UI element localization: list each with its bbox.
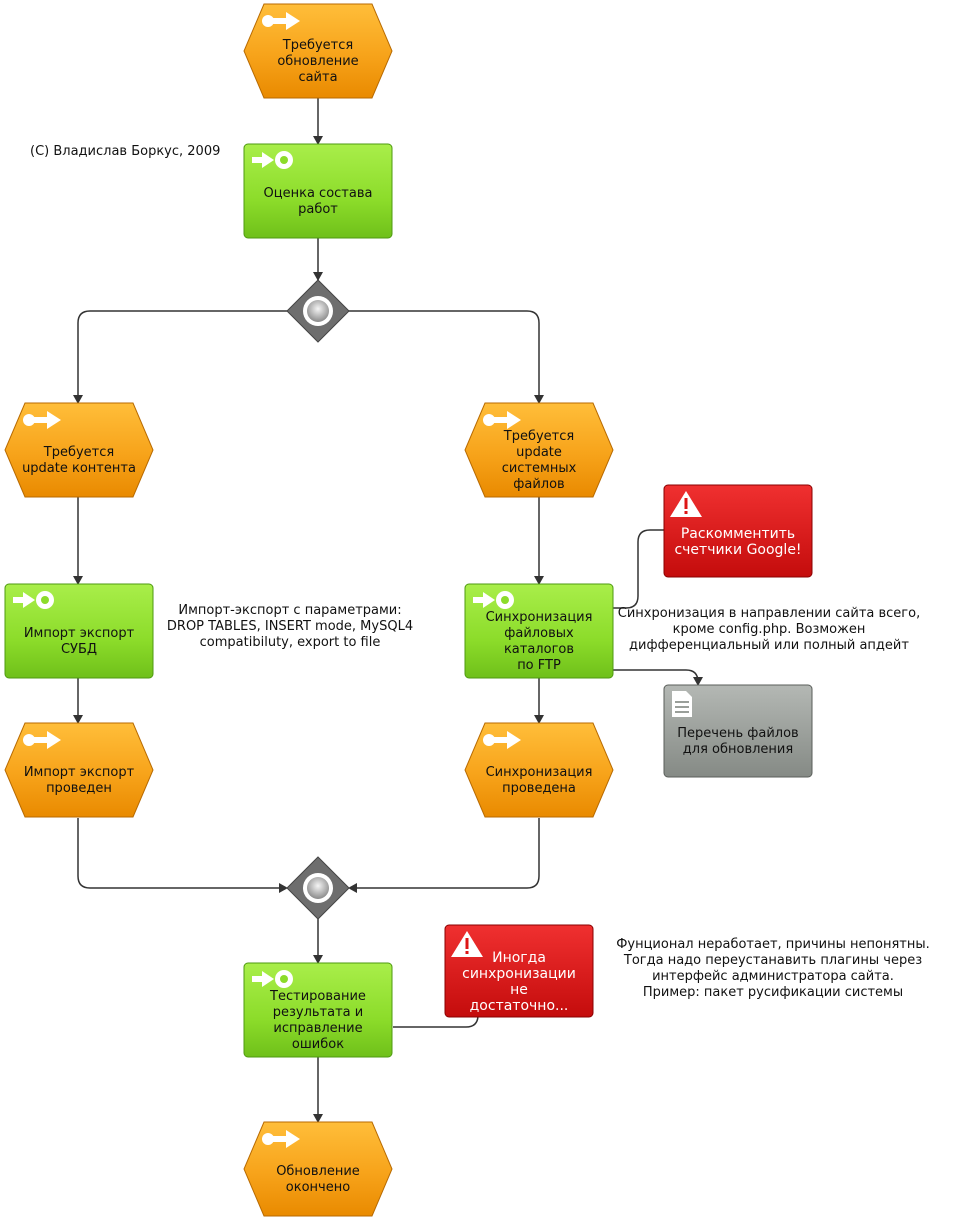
document-label: Перечень файлов для обновления: [677, 726, 799, 757]
function-assess-work[interactable]: Оценка состава работ: [243, 143, 393, 239]
event-arrow-icon: [483, 411, 521, 429]
event-label: Синхронизация проведена: [485, 765, 593, 796]
event-label: Требуется update системных файлов: [501, 429, 577, 492]
function-label: Синхронизация файловых каталогов по FTP: [485, 610, 593, 673]
arrowhead: [534, 715, 544, 724]
arrowhead: [348, 883, 357, 893]
arrowhead: [313, 272, 323, 281]
event-label: Требуется update контента: [22, 445, 136, 476]
edge-sync-done-to-join: [350, 818, 540, 889]
edge-import-done-to-join: [77, 818, 286, 889]
function-sync-file-dirs[interactable]: Синхронизация файловых каталогов по FTP: [464, 583, 614, 679]
arrowhead: [693, 677, 703, 686]
function-gear-arrow-icon: [252, 970, 293, 988]
event-system-update-required[interactable]: Требуется update системных файлов: [464, 402, 614, 498]
arrowhead: [73, 395, 83, 404]
event-update-required[interactable]: Требуется обновление сайта: [243, 3, 393, 99]
arrowhead: [313, 1114, 323, 1123]
arrowhead: [534, 576, 544, 585]
function-label: Оценка состава работ: [263, 186, 373, 217]
copyright-text: (C) Владислав Боркус, 2009: [30, 144, 221, 159]
arrowhead: [534, 395, 544, 404]
document-file-list[interactable]: Перечень файлов для обновления: [663, 684, 813, 778]
edge-sync-to-google-risk: [612, 529, 664, 609]
function-gear-arrow-icon: [473, 591, 514, 609]
arrowhead: [73, 715, 83, 724]
event-arrow-icon: [483, 731, 521, 749]
edge-sync-to-filelist: [612, 669, 699, 683]
xor-connector-split[interactable]: [286, 279, 350, 343]
event-label: Обновление окончено: [276, 1164, 360, 1195]
note-import-params: Импорт-экспорт с параметрами: DROP TABLE…: [166, 603, 414, 650]
event-arrow-icon: [262, 1130, 300, 1148]
warning-triangle-icon: [451, 931, 483, 957]
xor-connector-icon: [303, 296, 333, 326]
event-import-done[interactable]: Импорт экспорт проведен: [4, 722, 154, 818]
note-functional-issue: Фунционал неработает, причины непонятны.…: [616, 937, 930, 1000]
function-gear-arrow-icon: [252, 151, 293, 169]
function-label: Импорт экспорт СУБД: [23, 626, 135, 657]
event-arrow-icon: [262, 12, 300, 30]
event-label: Требуется обновление сайта: [277, 38, 359, 85]
event-arrow-icon: [23, 731, 61, 749]
function-import-export-dbms[interactable]: Импорт экспорт СУБД: [4, 583, 154, 679]
warning-triangle-icon: [670, 491, 702, 517]
note-sync-direction: Синхронизация в направлении сайта всего,…: [617, 606, 921, 653]
arrowhead: [313, 136, 323, 145]
event-label: Импорт экспорт проведен: [23, 765, 135, 796]
function-label: Тестирование результата и исправление ош…: [270, 989, 366, 1052]
function-testing[interactable]: Тестирование результата и исправление ош…: [243, 962, 393, 1058]
event-update-finished[interactable]: Обновление окончено: [243, 1121, 393, 1217]
function-gear-arrow-icon: [13, 591, 54, 609]
xor-connector-join[interactable]: [286, 856, 350, 920]
edge-split-left: [77, 310, 288, 402]
edge-split-right: [348, 310, 540, 402]
risk-label: Раскомментить счетчики Google!: [674, 526, 802, 558]
document-icon: [672, 691, 692, 717]
event-sync-done[interactable]: Синхронизация проведена: [464, 722, 614, 818]
xor-connector-icon: [303, 873, 333, 903]
risk-label: Иногда синхронизации не достаточно...: [462, 950, 576, 1014]
event-arrow-icon: [23, 411, 61, 429]
risk-google-counters[interactable]: Раскомментить счетчики Google!: [663, 484, 813, 578]
event-content-update-required[interactable]: Требуется update контента: [4, 402, 154, 498]
arrowhead: [279, 883, 288, 893]
arrowhead: [73, 576, 83, 585]
arrowhead: [313, 955, 323, 964]
risk-sync-insufficient[interactable]: Иногда синхронизации не достаточно...: [444, 924, 594, 1018]
